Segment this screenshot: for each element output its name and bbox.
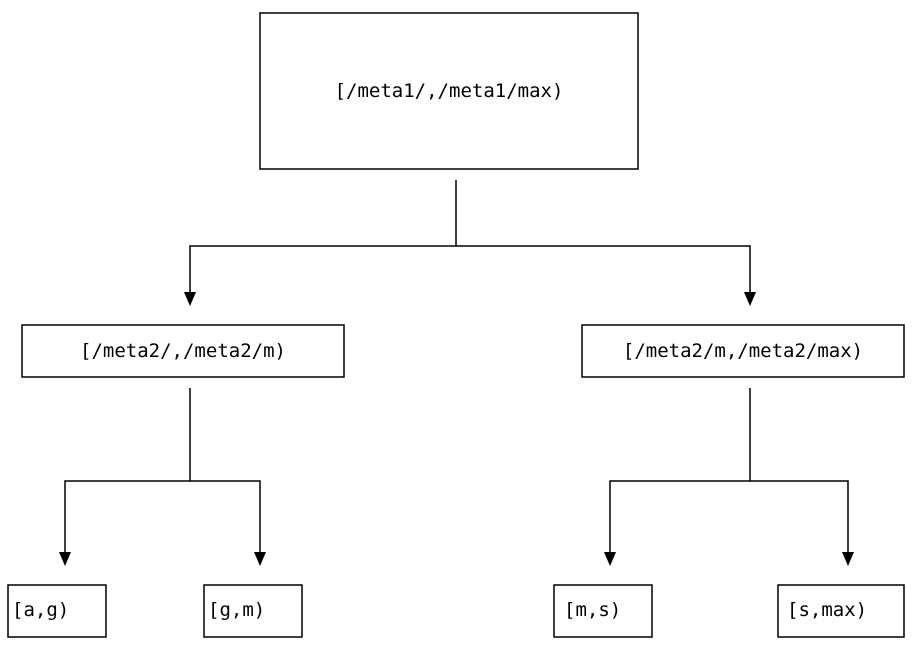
node-leaf-g-m-label: [g,m) xyxy=(208,599,265,621)
arrowhead-leaf-m-s xyxy=(604,552,616,566)
edge-meta2-left-to-leaf-a-g xyxy=(64,388,191,552)
edge-meta2-left-to-leaf-g-m xyxy=(190,480,261,552)
node-root-label: [/meta1/,/meta1/max) xyxy=(335,80,564,102)
node-leaf-a-g-label: [a,g) xyxy=(12,599,69,621)
node-meta2-left-label: [/meta2/,/meta2/m) xyxy=(80,340,286,362)
edge-group-meta2-left xyxy=(59,388,266,566)
node-leaf-a-g: [a,g) xyxy=(7,584,107,638)
edge-group-meta2-right xyxy=(604,388,854,566)
node-leaf-s-max: [s,max) xyxy=(777,584,905,638)
node-meta2-right-label: [/meta2/m,/meta2/max) xyxy=(623,340,863,362)
arrowhead-leaf-s-max xyxy=(842,552,854,566)
node-leaf-m-s: [m,s) xyxy=(553,584,653,638)
arrowhead-leaf-g-m xyxy=(254,552,266,566)
node-meta2-right: [/meta2/m,/meta2/max) xyxy=(581,324,905,378)
edge-root-to-meta2-right xyxy=(456,245,751,292)
node-leaf-m-s-label: [m,s) xyxy=(564,599,621,621)
edge-root-to-meta2-left xyxy=(189,180,457,292)
edge-group-root xyxy=(184,180,756,306)
node-root: [/meta1/,/meta1/max) xyxy=(259,12,639,170)
arrowhead-meta2-left xyxy=(184,292,196,306)
node-leaf-g-m: [g,m) xyxy=(203,584,303,638)
node-leaf-g-m-box xyxy=(203,584,303,638)
edge-meta2-right-to-leaf-m-s xyxy=(609,388,751,552)
node-leaf-m-s-box xyxy=(553,584,653,638)
arrowhead-leaf-a-g xyxy=(59,552,71,566)
node-leaf-s-max-label: [s,max) xyxy=(787,599,867,621)
node-meta2-left: [/meta2/,/meta2/m) xyxy=(21,324,345,378)
node-meta2-right-box xyxy=(581,324,905,378)
node-meta2-left-box xyxy=(21,324,345,378)
node-leaf-s-max-box xyxy=(777,584,905,638)
node-root-box xyxy=(259,12,639,170)
node-leaf-a-g-box xyxy=(7,584,107,638)
edge-meta2-right-to-leaf-s-max xyxy=(750,480,849,552)
arrowhead-meta2-right xyxy=(744,292,756,306)
